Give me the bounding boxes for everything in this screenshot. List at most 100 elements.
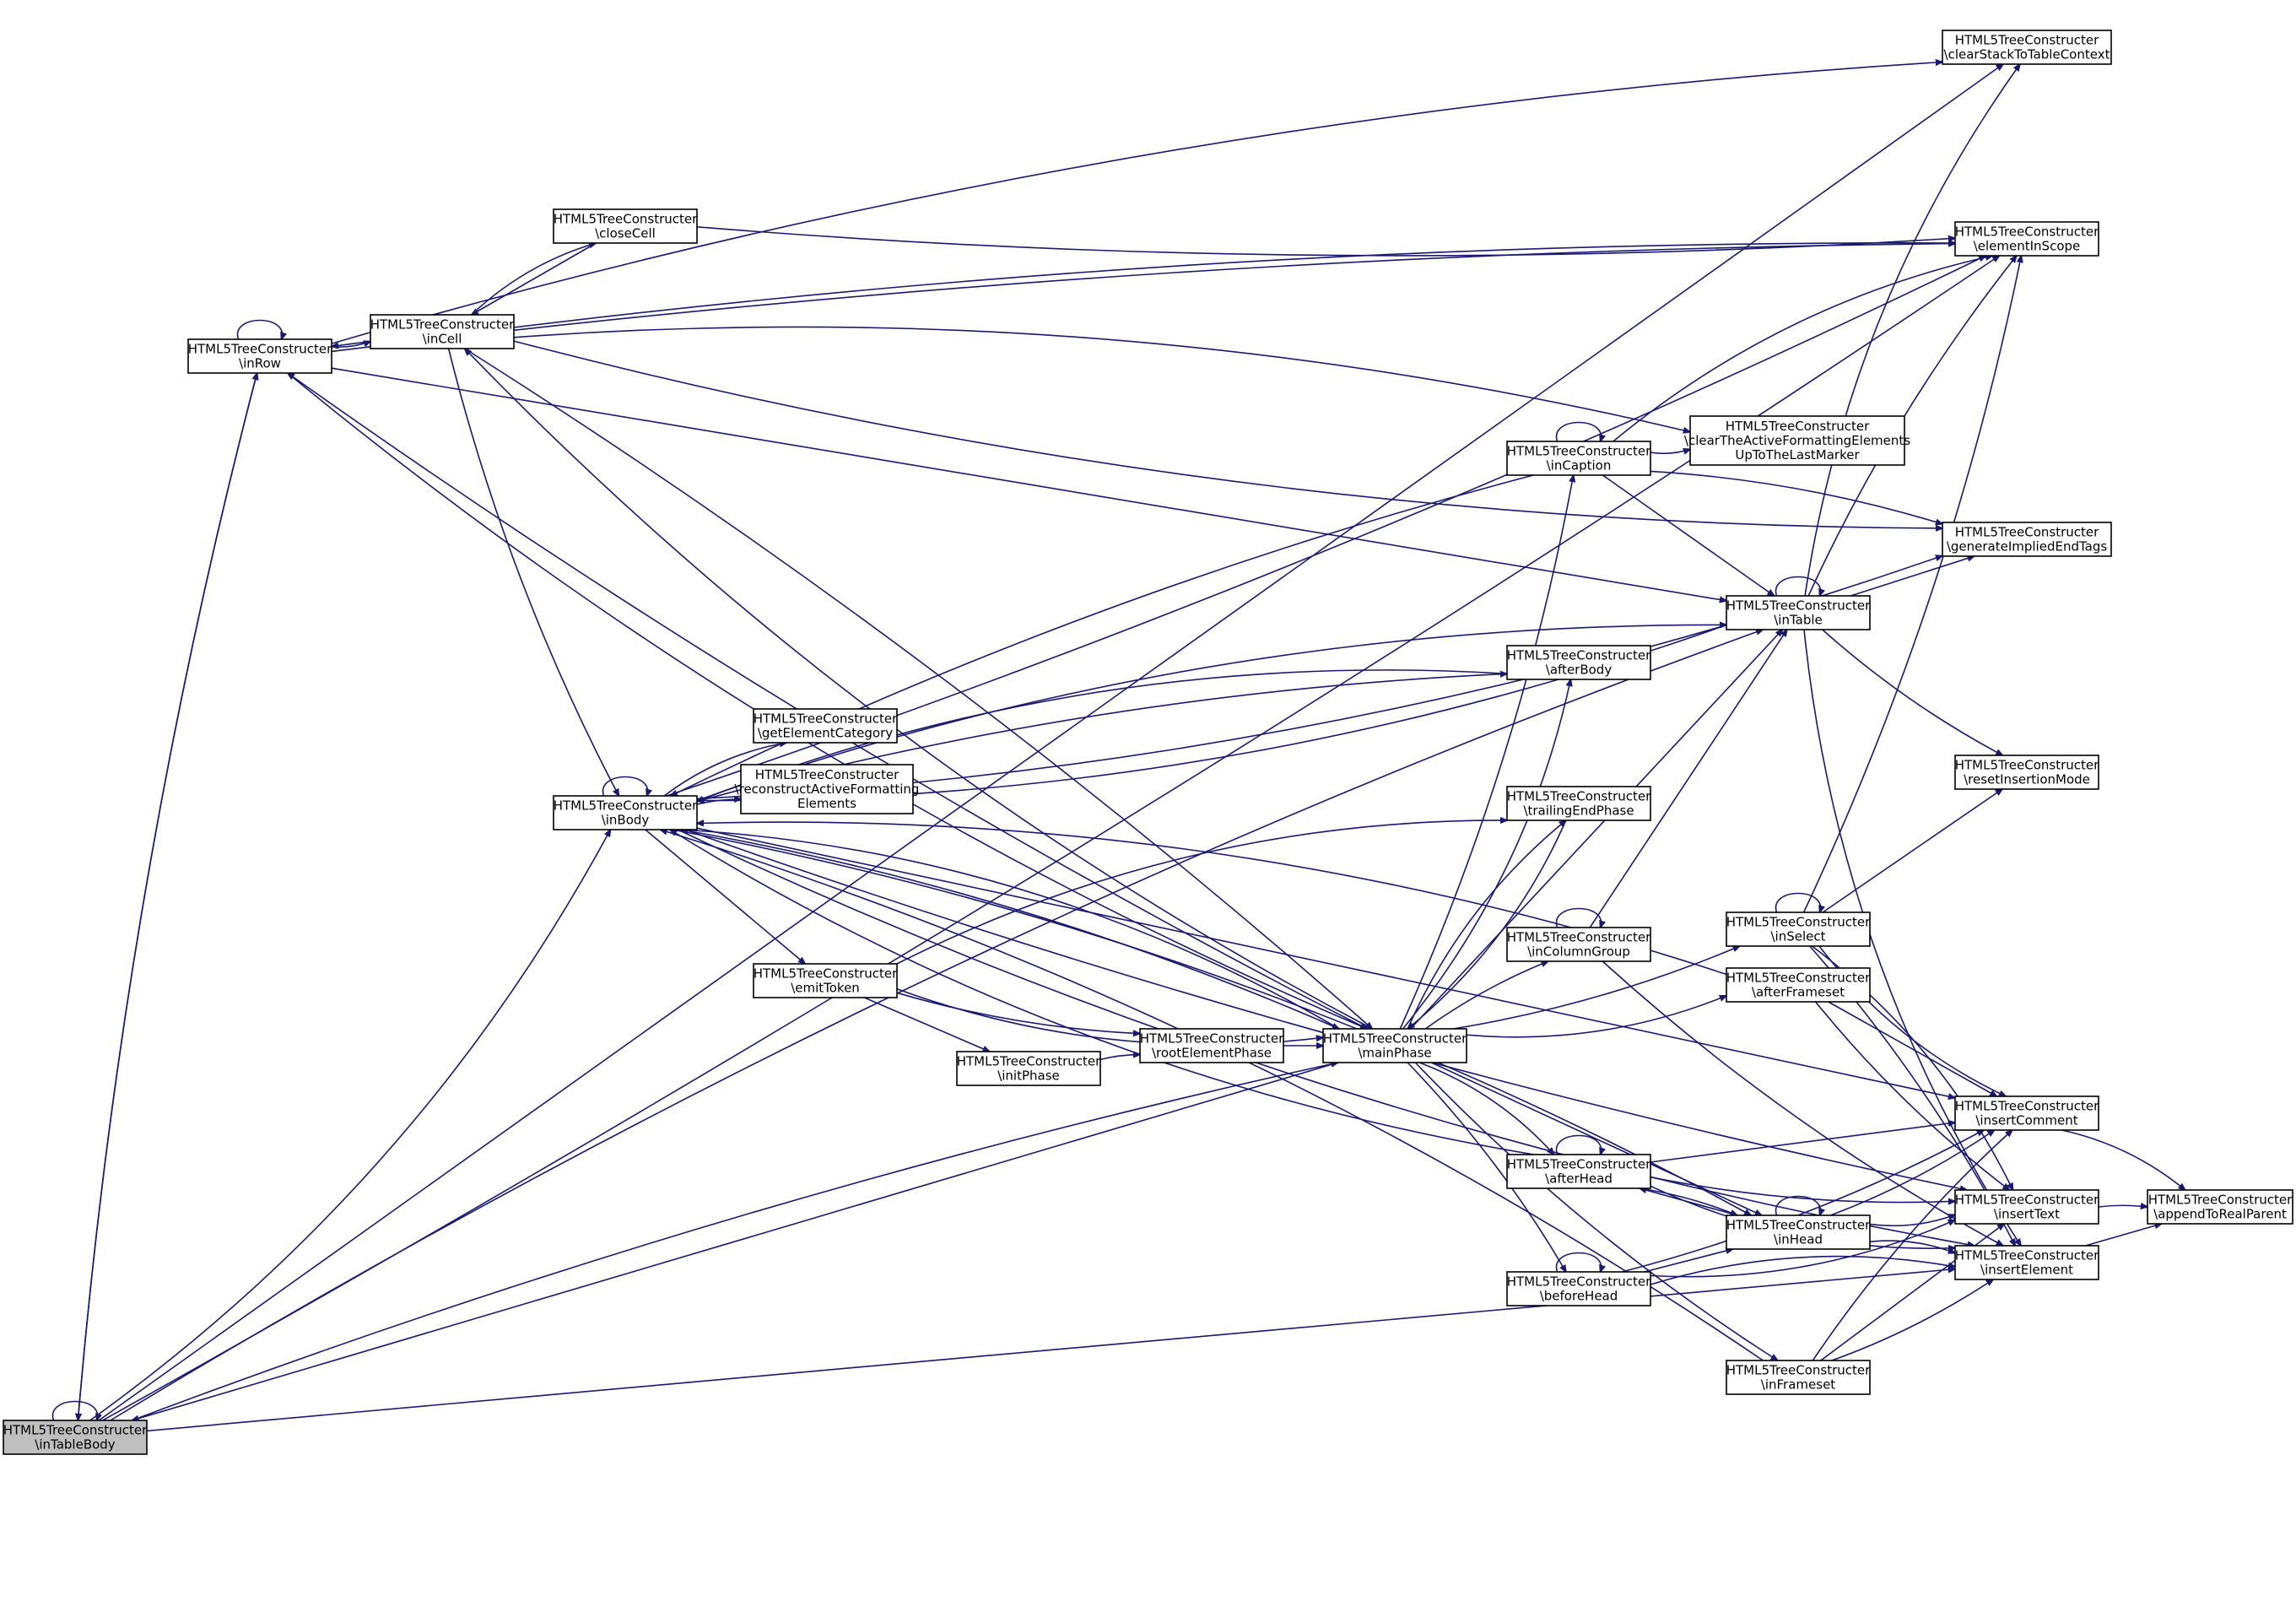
node-box <box>1726 967 1871 1003</box>
node-inSelect[interactable]: HTML5TreeConstructer\inSelect <box>1726 911 1871 947</box>
node-label-line1: HTML5TreeConstructer <box>1140 1031 1284 1047</box>
edge-mainPhase-to-inCaption <box>1399 475 1573 1030</box>
node-label-line2: \closeCell <box>595 226 656 241</box>
node-box <box>1726 911 1871 947</box>
node-insertElement[interactable]: HTML5TreeConstructer\insertElement <box>1954 1245 2099 1280</box>
node-inCaption[interactable]: HTML5TreeConstructer\inCaption <box>1506 441 1651 476</box>
edge-inBody-to-inTable <box>696 625 1726 802</box>
node-box <box>3 1420 148 1455</box>
edge-beforeHead-to-insertText <box>1650 1220 1955 1278</box>
node-resetInsertionMode[interactable]: HTML5TreeConstructer\resetInsertionMode <box>1954 755 2099 790</box>
node-inColumnGroup[interactable]: HTML5TreeConstructer\inColumnGroup <box>1506 927 1651 962</box>
node-appendToRealParent[interactable]: HTML5TreeConstructer\appendToRealParent <box>2147 1189 2293 1225</box>
node-label-line2: \trailingEndPhase <box>1523 803 1634 819</box>
edge-inCaption-to-inBody <box>671 474 1534 796</box>
node-label-line2: \afterBody <box>1546 663 1613 678</box>
node-emitToken[interactable]: HTML5TreeConstructer\emitToken <box>753 963 898 998</box>
node-box <box>1506 645 1651 680</box>
edge-insertComment-to-appendToRealParent <box>2061 1129 2185 1190</box>
node-clearTheActiveFormattingElementsUpToTheLastMarker[interactable]: HTML5TreeConstructer\clearTheActiveForma… <box>1684 415 1910 466</box>
node-box <box>1506 1154 1651 1189</box>
node-box <box>956 1051 1101 1086</box>
node-inTable[interactable]: HTML5TreeConstructer\inTable <box>1726 595 1871 630</box>
edge-beforeHead-to-insertComment <box>1621 1130 1984 1273</box>
edge-inTableBody-to-mainPhase <box>132 1063 1337 1421</box>
node-inTableBody[interactable]: HTML5TreeConstructer\inTableBody <box>3 1420 148 1455</box>
edge-mainPhase-to-inColumnGroup <box>1424 961 1548 1030</box>
node-inRow[interactable]: HTML5TreeConstructer\inRow <box>187 338 332 374</box>
node-rootElementPhase[interactable]: HTML5TreeConstructer\rootElementPhase <box>1139 1028 1284 1063</box>
edge-initPhase-to-rootElementPhase <box>1099 1055 1140 1061</box>
node-label-line2: \generateImpliedEndTags <box>1947 539 2108 554</box>
node-beforeHead[interactable]: HTML5TreeConstructer\beforeHead <box>1506 1271 1651 1306</box>
edge-inBody-to-insertComment <box>696 827 1955 1098</box>
node-reconstructActiveFormattingElements[interactable]: HTML5TreeConstructer\reconstructActiveFo… <box>735 764 920 814</box>
node-mainPhase[interactable]: HTML5TreeConstructer\mainPhase <box>1322 1028 1467 1063</box>
node-label-line1: HTML5TreeConstructer <box>1955 33 2099 48</box>
node-label-line3: UpToTheLastMarker <box>1735 447 1860 463</box>
node-label-line1: HTML5TreeConstructer <box>3 1423 148 1438</box>
node-box <box>1942 30 2112 65</box>
node-label-line1: HTML5TreeConstructer <box>1507 444 1651 459</box>
node-label-line1: HTML5TreeConstructer <box>1955 758 2099 773</box>
edge-closeCell-to-inCell <box>472 242 597 315</box>
node-label-line1: HTML5TreeConstructer <box>2148 1193 2293 1208</box>
edge-emitToken-to-initPhase <box>863 997 989 1052</box>
edge-beforeHead-to-beforeHead <box>1555 1252 1602 1273</box>
edge-inBody-to-getElementCategory <box>663 743 786 797</box>
node-afterHead[interactable]: HTML5TreeConstructer\afterHead <box>1506 1154 1651 1189</box>
node-closeCell[interactable]: HTML5TreeConstructer\closeCell <box>553 208 698 244</box>
edge-afterHead-to-afterHead <box>1555 1134 1602 1155</box>
edge-inCell-to-closeCell <box>471 243 597 316</box>
edge-mainPhase-to-trailingEndPhase <box>1407 820 1566 1030</box>
edge-inHead-to-insertElement <box>1869 1240 1955 1253</box>
node-elementInScope[interactable]: HTML5TreeConstructer\elementInScope <box>1954 221 2099 257</box>
node-trailingEndPhase[interactable]: HTML5TreeConstructer\trailingEndPhase <box>1506 786 1651 821</box>
node-box <box>1726 1360 1871 1395</box>
node-label-line2: \initPhase <box>997 1068 1060 1084</box>
node-initPhase[interactable]: HTML5TreeConstructer\initPhase <box>956 1051 1101 1086</box>
node-box <box>1506 927 1651 962</box>
node-getElementCategory[interactable]: HTML5TreeConstructer\getElementCategory <box>753 708 898 744</box>
node-label-line2: \inCaption <box>1547 458 1612 473</box>
node-label-line2: \clearStackToTableContext <box>1944 47 2110 62</box>
node-label-line2: \inCell <box>423 332 462 347</box>
node-label-line2: \emitToken <box>791 981 860 996</box>
edge-beforeHead-to-insertElement <box>1650 1255 1955 1285</box>
edge-mainPhase-to-inRow <box>288 373 1368 1030</box>
edge-afterFrameset-to-insertText <box>1814 1001 2010 1190</box>
node-afterFrameset[interactable]: HTML5TreeConstructer\afterFrameset <box>1726 967 1871 1003</box>
node-box <box>1506 1271 1651 1306</box>
node-insertComment[interactable]: HTML5TreeConstructer\insertComment <box>1954 1095 2099 1131</box>
node-box <box>1139 1028 1284 1063</box>
node-inFrameset[interactable]: HTML5TreeConstructer\inFrameset <box>1726 1360 1871 1395</box>
edge-mainPhase-to-inFrameset <box>1414 1062 1777 1360</box>
node-label-line1: HTML5TreeConstructer <box>1507 1157 1651 1172</box>
node-box <box>753 708 898 744</box>
node-label-line1: HTML5TreeConstructer <box>1955 1193 2099 1208</box>
node-inBody[interactable]: HTML5TreeConstructer\inBody <box>553 795 698 830</box>
edge-afterHead-to-inHead <box>1640 1187 1737 1215</box>
node-label-line2: \inColumnGroup <box>1527 944 1630 960</box>
node-label-line2: \inFrameset <box>1761 1377 1836 1393</box>
node-label-line1: HTML5TreeConstructer <box>370 317 515 333</box>
edge-inCell-to-inBody <box>447 348 619 796</box>
edge-inCaption-to-generateImpliedEndTags <box>1650 470 1942 524</box>
edge-inRow-to-elementInScope <box>331 244 1955 353</box>
node-afterBody[interactable]: HTML5TreeConstructer\afterBody <box>1506 645 1651 680</box>
node-label-line2: \mainPhase <box>1358 1046 1431 1061</box>
node-generateImpliedEndTags[interactable]: HTML5TreeConstructer\generateImpliedEndT… <box>1942 522 2112 557</box>
node-insertText[interactable]: HTML5TreeConstructer\insertText <box>1954 1189 2099 1225</box>
edge-mainPhase-to-inTableBody <box>132 1062 1338 1420</box>
node-inCell[interactable]: HTML5TreeConstructer\inCell <box>370 314 515 349</box>
node-box <box>553 795 698 830</box>
edge-inColumnGroup-to-insertElement <box>1602 960 2003 1246</box>
edge-inHead-to-afterHead <box>1640 1188 1738 1216</box>
edge-inBody-to-emitToken <box>645 829 805 964</box>
node-inHead[interactable]: HTML5TreeConstructer\inHead <box>1726 1214 1871 1250</box>
node-layer: HTML5TreeConstructer\inTableBodyHTML5Tre… <box>3 30 2293 1455</box>
edge-closeCell-to-elementInScope <box>696 226 1955 257</box>
node-clearStackToTableContext[interactable]: HTML5TreeConstructer\clearStackToTableCo… <box>1942 30 2112 65</box>
edge-mainPhase-to-inTable <box>1410 630 1783 1030</box>
node-label-line1: HTML5TreeConstructer <box>188 342 332 357</box>
